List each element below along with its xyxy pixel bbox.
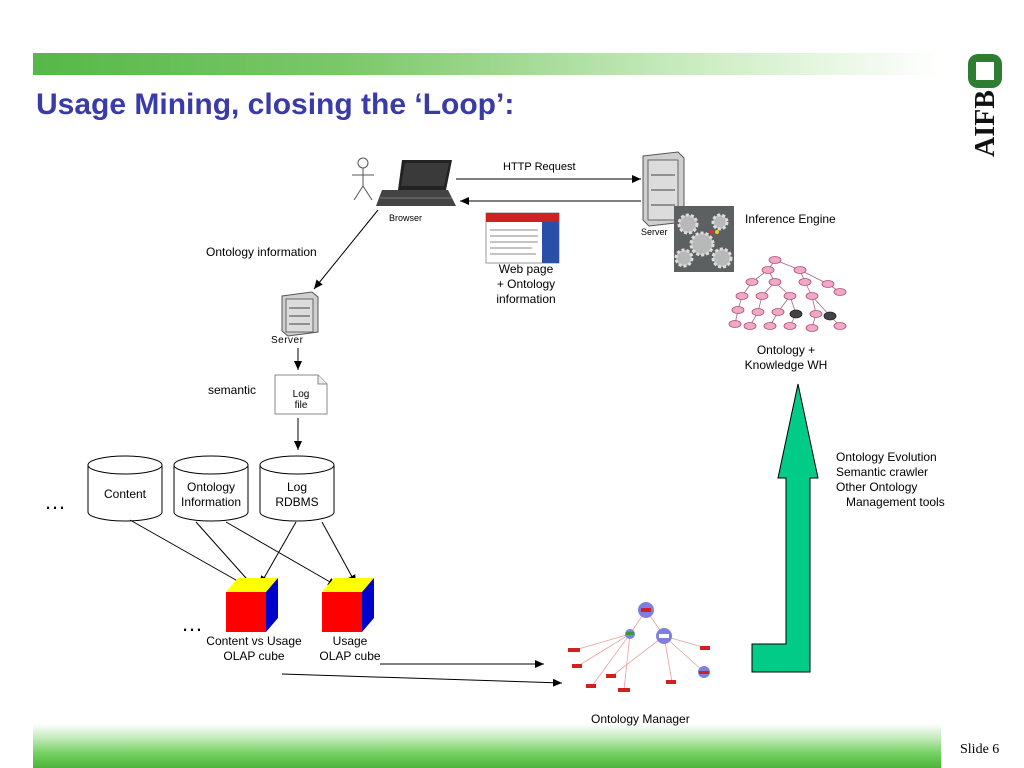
semantic-label: semantic [208, 383, 257, 397]
database-content: Content [103, 487, 147, 501]
server-left-label: Server [271, 335, 304, 346]
laptop-icon [376, 160, 456, 206]
log-file-label: Log file [292, 389, 310, 411]
big-feedback-arrow [751, 383, 819, 673]
slide-title: Usage Mining, closing the ‘Loop’: [36, 88, 515, 121]
http-request-label: HTTP Request [503, 161, 576, 173]
server-top-label: Server [641, 227, 668, 237]
inference-engine-label: Inference Engine [745, 212, 836, 226]
usage-cube [322, 578, 374, 632]
ontology-tree-icon [728, 256, 847, 332]
ontology-manager-graph [568, 602, 710, 692]
web-page-label: Web page + Ontology information [496, 262, 556, 306]
web-page-thumbnail [485, 212, 560, 264]
browser-label: Browser [389, 213, 423, 223]
bottom-gradient-bar [33, 724, 941, 768]
inference-engine-icon [674, 206, 734, 272]
ontology-information-label: Ontology information [206, 245, 317, 259]
ellipsis-databases: … [44, 489, 66, 514]
ontology-kwh-label: Ontology + Knowledge WH [744, 343, 828, 372]
content-vs-usage-label: Content vs Usage OLAP cube [206, 634, 302, 663]
ontology-manager-label: Ontology Manager [591, 712, 690, 726]
slide-number: Slide 6 [960, 742, 1000, 757]
evolution-tools-label: Ontology Evolution Semantic crawler Othe… [836, 450, 945, 509]
log-file-icon [274, 374, 328, 415]
user-icon [352, 157, 374, 201]
database-ontology-information: Ontology Information [180, 480, 242, 509]
database-cylinders [87, 455, 335, 522]
usage-cube-label: Usage OLAP cube [319, 634, 381, 663]
aifb-logo [968, 54, 1002, 88]
content-vs-usage-cube [226, 578, 278, 632]
database-log-rdbms: Log RDBMS [275, 480, 319, 509]
top-gradient-bar [33, 53, 941, 75]
server-top-icon [642, 151, 685, 227]
server-left-icon [281, 291, 319, 337]
ellipsis-cubes: … [181, 611, 203, 636]
